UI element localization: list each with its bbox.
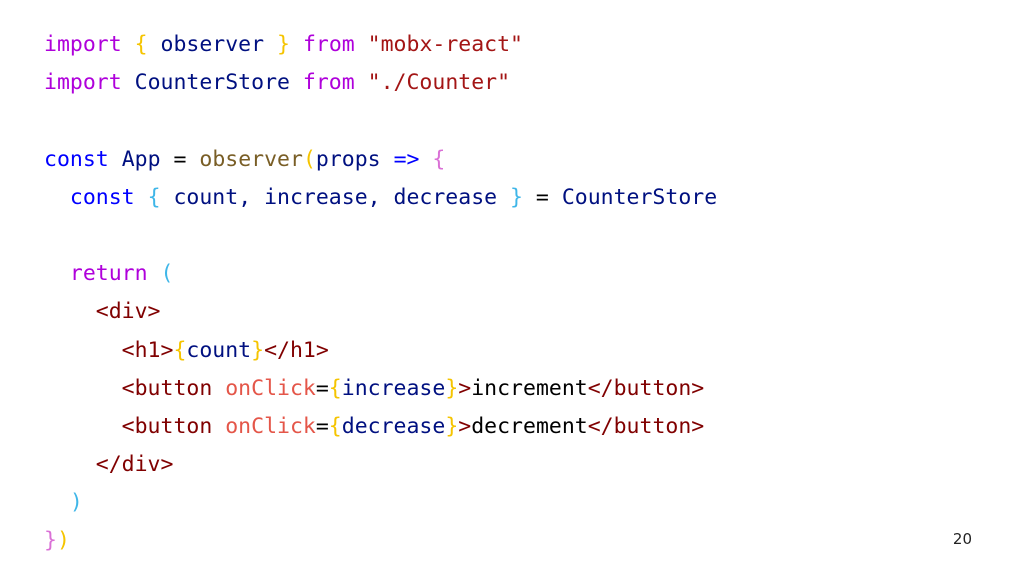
code-token (355, 70, 368, 95)
code-token (212, 414, 225, 439)
code-line: </div> (44, 446, 717, 484)
code-token: { (134, 32, 148, 57)
code-token: { (432, 146, 446, 172)
code-token: <h1> (121, 337, 174, 363)
code-line: return ( (44, 255, 717, 293)
code-token: = (315, 413, 329, 439)
code-line: }) (44, 522, 717, 560)
code-token (44, 490, 70, 515)
code-token: onClick (225, 413, 316, 439)
code-token (419, 147, 432, 172)
code-token: observer (199, 146, 303, 172)
code-token (122, 32, 135, 57)
code-token (44, 376, 122, 401)
code-token: => (393, 146, 420, 172)
code-token: { (328, 413, 342, 439)
code-token: } (277, 32, 290, 57)
code-token: const (69, 184, 135, 210)
code-token: props (315, 146, 381, 172)
code-block: import { observer } from "mobx-react"imp… (44, 26, 717, 561)
code-token: <button (121, 375, 213, 401)
code-token: import (44, 32, 122, 57)
code-token (212, 376, 225, 401)
code-token: ) (56, 528, 70, 554)
code-line: <button onClick={decrease}>decrement</bu… (44, 408, 717, 446)
code-token: = (522, 184, 562, 210)
code-token: { (147, 184, 161, 210)
code-token: > (458, 375, 472, 401)
code-token: ) (69, 490, 83, 516)
code-token (44, 338, 122, 363)
code-line: <h1>{count}</h1> (44, 332, 717, 370)
code-token: count, increase, decrease (160, 184, 511, 210)
code-line: <div> (44, 293, 717, 331)
code-token: } (445, 375, 459, 401)
code-token: CounterStore (134, 70, 290, 96)
code-token (44, 299, 96, 324)
code-line: import { observer } from "mobx-react" (44, 26, 717, 64)
code-token: } (510, 184, 523, 210)
code-line: const App = observer(props => { (44, 141, 717, 179)
code-token: = (315, 375, 329, 401)
code-token (44, 185, 70, 210)
code-token: return (69, 261, 148, 287)
code-line: import CounterStore from "./Counter" (44, 64, 717, 102)
code-token: decrease (341, 413, 446, 439)
code-token: "./Counter" (367, 70, 511, 96)
code-token (44, 414, 122, 439)
code-token: from (302, 70, 355, 96)
code-token: ( (160, 261, 174, 287)
code-token (381, 147, 394, 172)
code-token: { (328, 375, 342, 401)
code-token (44, 452, 96, 477)
code-token: <button (121, 413, 213, 439)
code-token: </h1> (264, 337, 329, 363)
code-token: </div> (95, 452, 174, 478)
code-token (290, 32, 303, 57)
code-token: "mobx-react" (367, 32, 524, 57)
code-token (148, 261, 161, 286)
code-token: onClick (225, 375, 316, 401)
code-line: ) (44, 484, 717, 522)
code-token: > (458, 413, 472, 439)
code-token: decrement (471, 413, 588, 439)
code-token: count (186, 337, 252, 363)
code-token: = (160, 146, 200, 172)
code-token: from (302, 32, 355, 57)
code-token: increase (341, 375, 446, 401)
code-token: } (44, 528, 57, 554)
code-token (44, 261, 70, 286)
code-token: increment (471, 375, 588, 401)
code-token (122, 70, 135, 95)
code-token: { (173, 337, 187, 363)
code-token: ( (302, 146, 316, 172)
code-token: const (44, 146, 109, 172)
code-token: CounterStore (561, 184, 718, 210)
code-token: </button> (587, 413, 705, 439)
code-line (44, 217, 717, 255)
code-token: import (44, 70, 122, 96)
code-token (355, 32, 368, 57)
code-token: <div> (95, 299, 161, 325)
code-token: observer (147, 32, 278, 57)
code-token: } (445, 413, 459, 439)
code-line (44, 102, 717, 140)
code-token: } (251, 337, 265, 363)
code-token: </button> (587, 375, 705, 401)
page-number: 20 (952, 530, 972, 548)
code-token (135, 185, 148, 210)
code-token (290, 70, 303, 95)
code-line: const { count, increase, decrease } = Co… (44, 179, 717, 217)
code-token: App (121, 146, 161, 172)
code-line: <button onClick={increase}>increment</bu… (44, 370, 717, 408)
code-token (109, 147, 122, 172)
